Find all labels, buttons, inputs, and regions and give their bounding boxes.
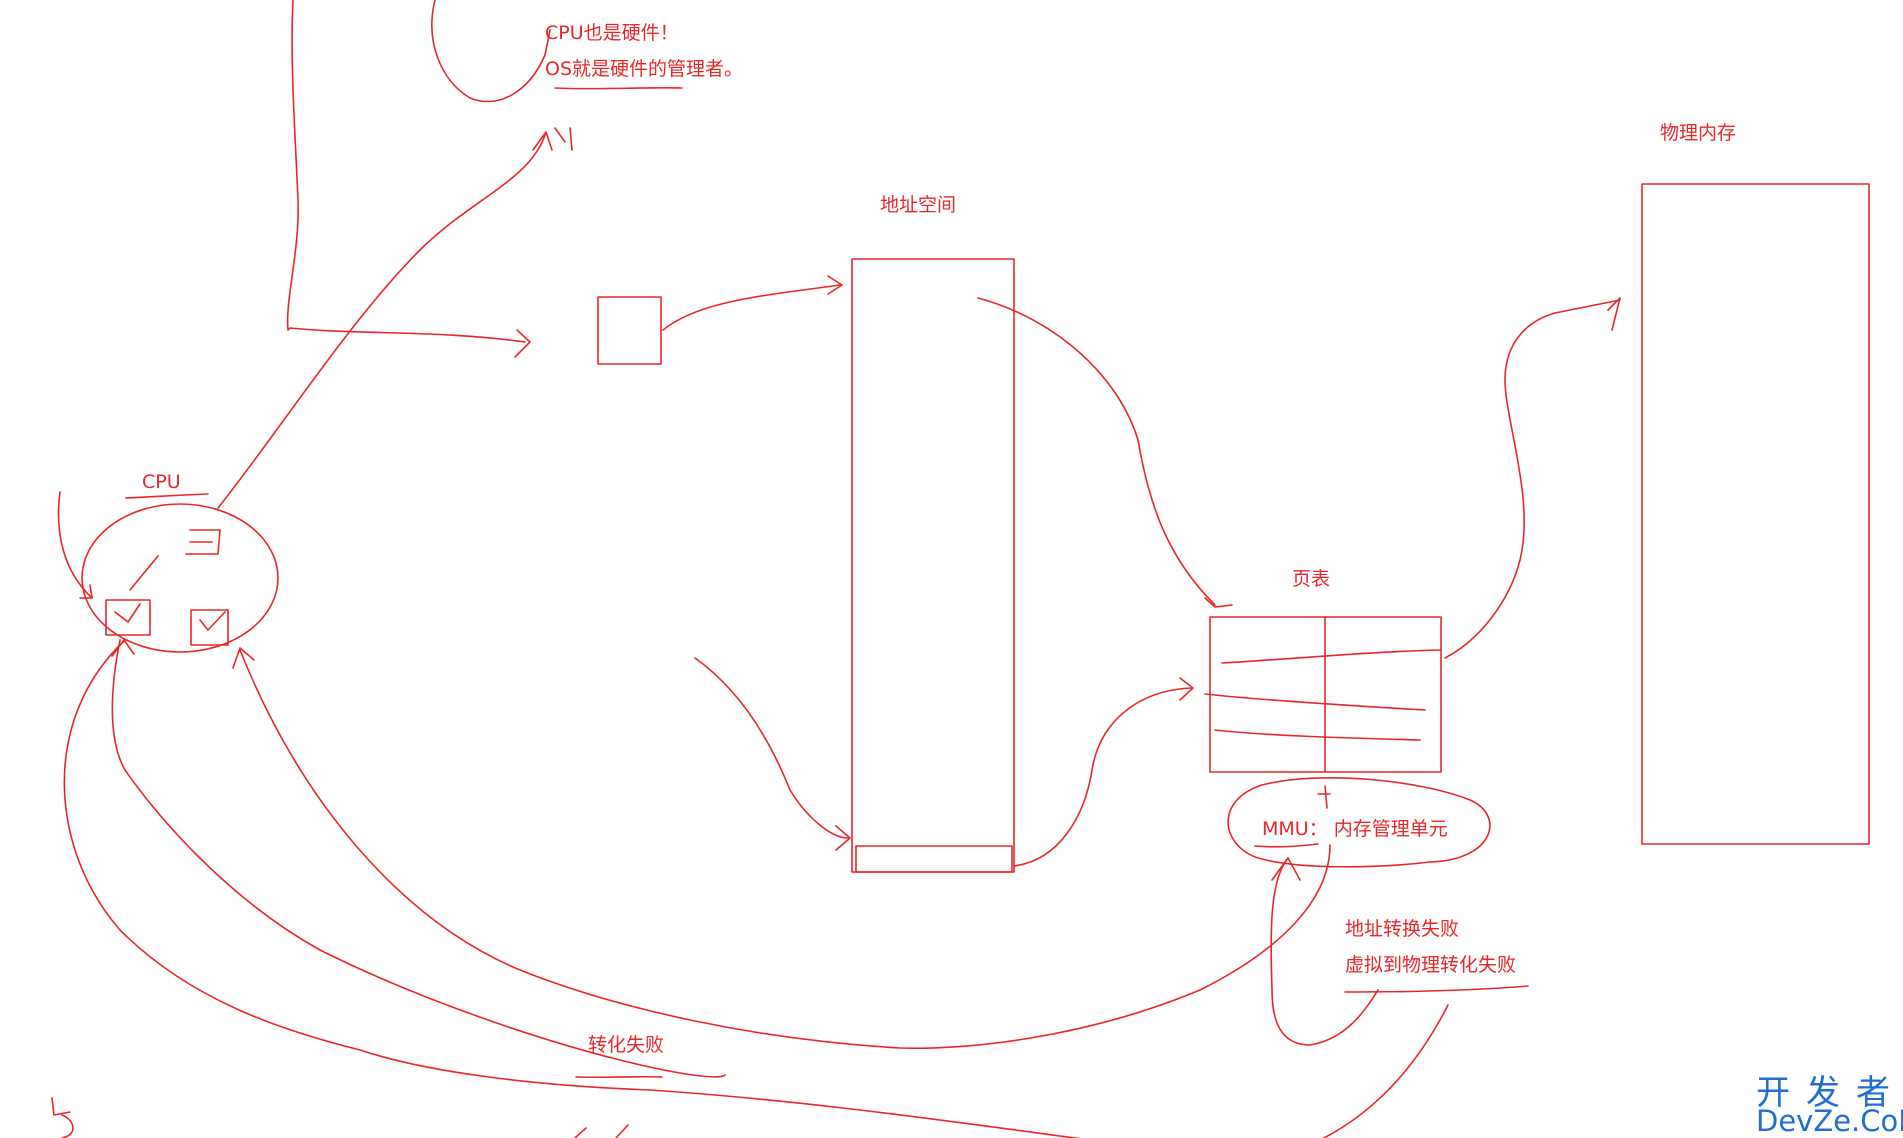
fail-note-underline [1344, 985, 1529, 993]
page-table-row-2 [1204, 693, 1426, 711]
watermark-english: DevZe.CoM [1756, 1104, 1903, 1138]
cpu-register-2 [190, 609, 229, 646]
top-left-vertical-path [286, 0, 526, 343]
arrow-box-to-address-space [662, 284, 841, 331]
virtual-to-physical-fail-label: 虚拟到物理转化失败 [1345, 954, 1517, 976]
page-table-row-3 [1214, 729, 1421, 741]
loop-fail-to-mmu [1270, 857, 1379, 1046]
virtual-address-box [597, 296, 662, 365]
cpu-top-glyph [185, 529, 221, 555]
arrowhead-page-table-top [1204, 597, 1233, 608]
address-space-bottom-slot [855, 845, 1013, 873]
bottom-left-glyph [51, 1097, 74, 1138]
top-left-curve [431, 0, 551, 103]
cpu-register-1 [105, 599, 151, 636]
arrowhead-mmu [1271, 857, 1301, 881]
arrowhead-address-space [827, 275, 843, 295]
page-table-row-1 [1221, 649, 1441, 664]
arrowhead-address-space-bottom [835, 825, 851, 851]
cpu-underline [125, 493, 209, 499]
arrow-into-cpu-left [57, 491, 93, 599]
mmu-ellipse [1227, 776, 1491, 868]
physical-memory-label: 物理内存 [1660, 122, 1737, 144]
loop-convert-fail-outer [63, 639, 1082, 1138]
address-space-label: 地址空间 [880, 194, 957, 216]
cpu-ellipse [81, 503, 279, 653]
cpu-register-1-check [114, 555, 159, 623]
arrow-page-table-to-physical-memory [1444, 299, 1621, 659]
note-tick [554, 127, 573, 151]
convert-fail-label: 转化失败 [588, 1034, 665, 1056]
arrowhead-note [532, 131, 553, 151]
watermark-chinese: 开发者 [1756, 1073, 1903, 1113]
address-space-column [851, 258, 1015, 873]
convert-fail-underline [575, 1075, 663, 1079]
arrow-cpu-to-note [217, 134, 546, 509]
arrow-into-address-space-bottom [694, 657, 849, 839]
page-table-label: 页表 [1292, 568, 1331, 590]
arrowhead-cpu-left [79, 584, 93, 599]
cpu-hardware-note-line2: OS就是硬件的管理者。 [545, 58, 744, 80]
cpu-label: CPU [142, 471, 181, 493]
page-table-tick [1317, 785, 1331, 809]
fail-long-stroke [1322, 1004, 1449, 1138]
mmu-label: MMU： 内存管理单元 [1262, 818, 1448, 840]
cpu-hardware-note-line1: CPU也是硬件！ [545, 22, 679, 44]
mmu-underline [1254, 843, 1319, 848]
cpu-register-2-check [199, 611, 226, 631]
arrowhead-physical-memory [1607, 297, 1621, 331]
address-translation-fail-label: 地址转换失败 [1345, 918, 1460, 940]
arrowhead-cpu-right [232, 647, 255, 669]
loop-mmu-to-cpu [239, 649, 1331, 1050]
arrowhead-page-table-side [1179, 677, 1194, 701]
loop-convert-fail-inner [111, 639, 726, 1078]
arrowhead-to-small-box [514, 329, 531, 358]
physical-memory-column [1641, 183, 1870, 845]
bottom-tick [574, 1124, 629, 1138]
note-underline [554, 86, 683, 90]
arrow-address-space-to-page-table [977, 297, 1216, 606]
arrowhead-cpu-bottom [111, 639, 135, 657]
arrow-slot-to-page-table [1013, 687, 1193, 867]
